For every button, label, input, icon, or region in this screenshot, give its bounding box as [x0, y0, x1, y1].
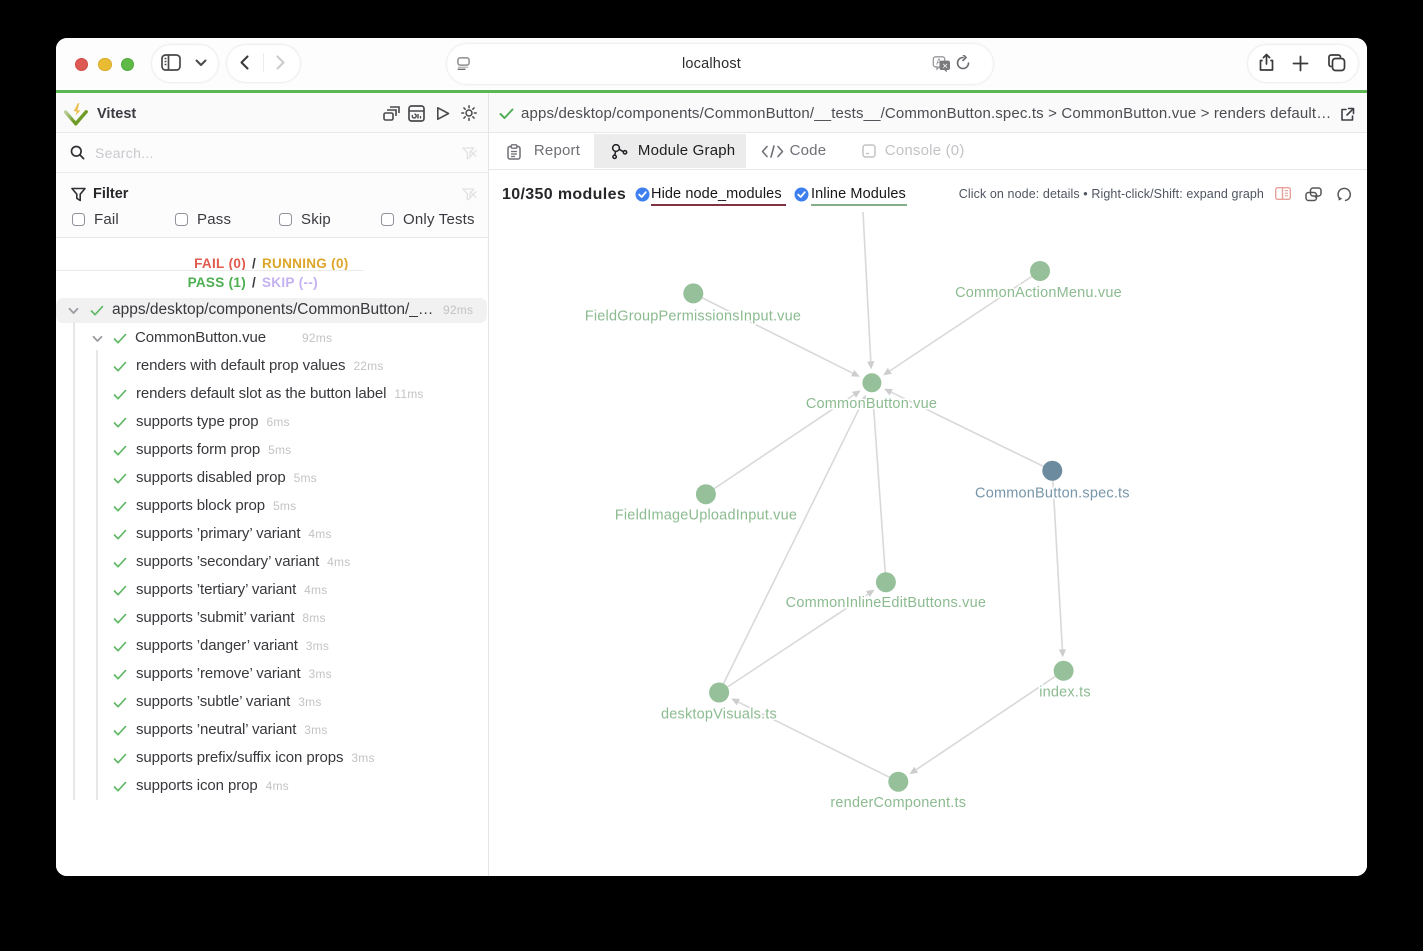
svg-text:CommonButton.spec.ts: CommonButton.spec.ts — [975, 485, 1130, 501]
svg-text:FieldImageUploadInput.vue: FieldImageUploadInput.vue — [615, 508, 797, 524]
svg-text:desktopVisuals.ts: desktopVisuals.ts — [661, 707, 777, 723]
svg-text:CommonActionMenu.vue: CommonActionMenu.vue — [955, 285, 1122, 301]
svg-text:CommonButton.vue: CommonButton.vue — [806, 396, 937, 412]
svg-text:FieldGroupPermissionsInput.vue: FieldGroupPermissionsInput.vue — [585, 309, 801, 325]
svg-text:CommonInlineEditButtons.vue: CommonInlineEditButtons.vue — [786, 595, 986, 611]
svg-text:index.ts: index.ts — [1039, 685, 1091, 701]
svg-text:✕: ✕ — [942, 61, 948, 70]
svg-text:renderComponent.ts: renderComponent.ts — [830, 795, 966, 811]
svg-text:A: A — [936, 58, 942, 67]
